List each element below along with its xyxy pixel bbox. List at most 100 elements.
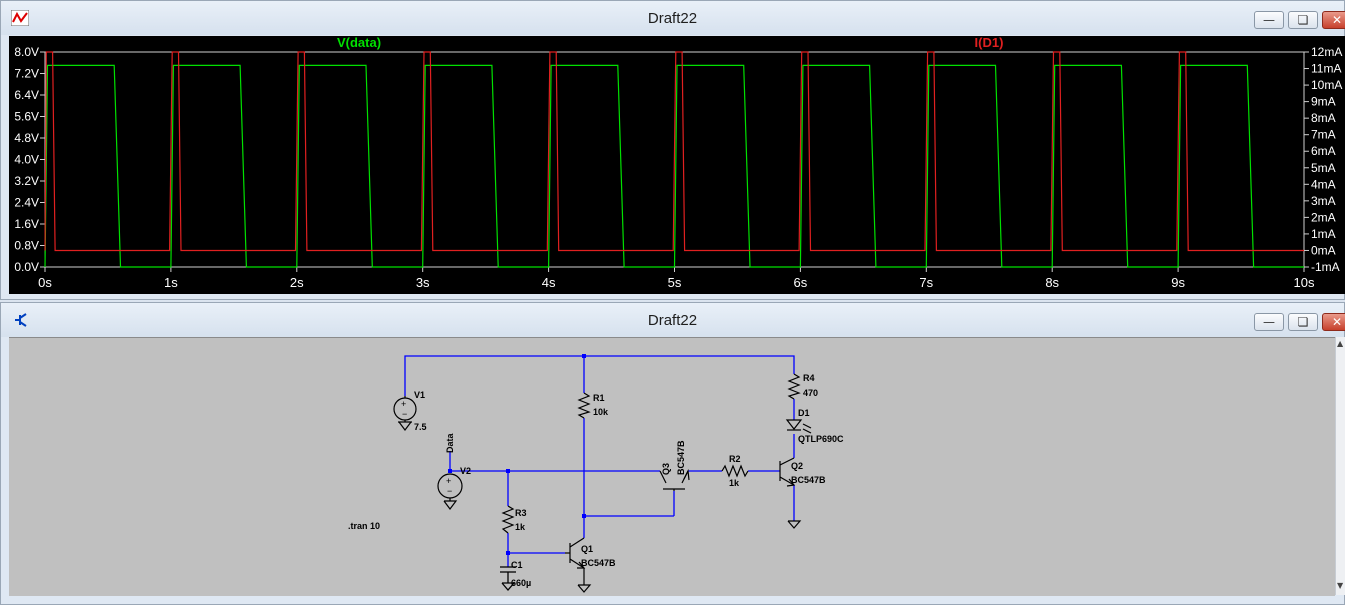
close-icon: ✕ <box>1331 315 1343 329</box>
y-right-tick-label: 0mA <box>1311 243 1336 257</box>
net-label-data[interactable]: Data <box>445 432 455 453</box>
voltage-source-v1[interactable] <box>393 396 417 431</box>
x-tick-label: 10s <box>1294 275 1315 290</box>
x-tick-label: 4s <box>542 275 556 290</box>
q2-ref: Q2 <box>791 461 803 471</box>
schematic-titlebar[interactable]: Draft22 — ❏ ✕ <box>1 303 1345 337</box>
close-button[interactable]: ✕ <box>1322 11 1345 29</box>
trace-label-id1[interactable]: I(D1) <box>975 36 1004 50</box>
x-tick-label: 9s <box>1171 275 1185 290</box>
y-left-tick-label: 5.6V <box>14 110 39 124</box>
tick-labels: 0s 1s 2s 3s 4s 5s 6s 7s 8s 9s 10s 8.0V 7.2V 6.4V 5.6V 4… <box>14 45 1342 290</box>
led-d1[interactable] <box>785 419 812 434</box>
r4-ref: R4 <box>803 373 815 383</box>
series-line-id1 <box>44 51 1304 252</box>
resistor-r2[interactable] <box>721 464 749 478</box>
x-tick-label: 6s <box>794 275 808 290</box>
restore-button[interactable]: ❏ <box>1288 313 1318 331</box>
y-left-tick-label: 0.0V <box>14 260 39 274</box>
transistor-q1[interactable] <box>565 537 592 593</box>
y-right-tick-label: 10mA <box>1311 78 1342 92</box>
q3-ref: Q3 <box>661 463 671 475</box>
x-tick-label: 7s <box>919 275 933 290</box>
v2-minus-sign: − <box>447 486 452 496</box>
y-right-tick-label: -1mA <box>1311 260 1340 274</box>
x-tick-label: 1s <box>164 275 178 290</box>
y-right-tick-label: 1mA <box>1311 227 1336 241</box>
y-left-tick-label: 0.8V <box>14 239 39 253</box>
v1-value: 7.5 <box>414 422 427 432</box>
restore-icon: ❏ <box>1297 13 1309 27</box>
y-right-tick-label: 12mA <box>1311 45 1342 59</box>
capacitor-c1[interactable] <box>500 566 516 591</box>
y-right-tick-label: 11mA <box>1311 62 1341 76</box>
schematic-app-icon <box>15 313 27 327</box>
y-left-tick-label: 1.6V <box>14 217 39 231</box>
waveform-plot[interactable]: V(data) I(D1) 0s 1s 2s 3s 4s 5s 6s 7s 8s 9s 10s 8.0… <box>9 36 1345 294</box>
waveform-window-title: Draft22 <box>647 10 698 27</box>
v2-plus-sign: + <box>446 476 451 486</box>
resistor-r4[interactable] <box>787 373 801 400</box>
vertical-scrollbar[interactable]: ▲ ▼ <box>1335 337 1345 595</box>
spice-directive[interactable]: .tran 10 <box>348 521 380 531</box>
v1-ref: V1 <box>414 390 425 400</box>
r2-value: 1k <box>729 478 740 488</box>
r3-ref: R3 <box>515 508 527 518</box>
junction-dots <box>448 354 586 555</box>
transistor-q3[interactable] <box>659 468 690 491</box>
y-left-tick-label: 6.4V <box>14 88 39 102</box>
resistor-r3[interactable] <box>501 505 515 534</box>
v1-minus-sign: − <box>402 409 407 419</box>
r4-value: 470 <box>803 388 818 398</box>
c1-value: 660µ <box>511 578 531 588</box>
y-left-tick-label: 4.8V <box>14 131 39 145</box>
r1-value: 10k <box>593 407 609 417</box>
r3-value: 1k <box>515 522 526 532</box>
y-right-tick-label: 9mA <box>1311 95 1336 109</box>
x-tick-label: 3s <box>416 275 430 290</box>
y-right-tick-label: 7mA <box>1311 128 1336 142</box>
scroll-up-icon[interactable]: ▲ <box>1337 339 1344 348</box>
d1-ref: D1 <box>798 408 810 418</box>
trace-label-vdata[interactable]: V(data) <box>337 36 381 50</box>
schematic-canvas[interactable]: + − V1 7.5 + − V2 Data R1 10k R3 1k C1 6… <box>9 337 1335 596</box>
y-right-tick-label: 5mA <box>1311 161 1336 175</box>
schematic-window-title: Draft22 <box>647 312 698 329</box>
series-line-vdata <box>44 64 1304 268</box>
y-left-tick-label: 8.0V <box>14 45 39 59</box>
close-button[interactable]: ✕ <box>1322 313 1345 331</box>
q1-ref: Q1 <box>581 544 593 554</box>
restore-icon: ❏ <box>1297 315 1309 329</box>
x-tick-label: 8s <box>1045 275 1059 290</box>
plot-series <box>44 51 1304 268</box>
q1-value: BC547B <box>581 558 616 568</box>
x-tick-label: 2s <box>290 275 304 290</box>
transistor-q2[interactable] <box>779 457 802 529</box>
y-left-tick-label: 3.2V <box>14 174 39 188</box>
minimize-icon: — <box>1263 315 1275 329</box>
v2-ref: V2 <box>460 466 471 476</box>
q2-value: BC547B <box>791 475 826 485</box>
c1-ref: C1 <box>511 560 523 570</box>
x-tick-label: 5s <box>668 275 682 290</box>
schematic-drawing[interactable]: + − V1 7.5 + − V2 Data R1 10k R3 1k C1 6… <box>9 338 1335 596</box>
minimize-button[interactable]: — <box>1254 313 1284 331</box>
r1-ref: R1 <box>593 393 605 403</box>
waveform-titlebar[interactable]: Draft22 — ❏ ✕ <box>1 1 1345 35</box>
close-icon: ✕ <box>1331 13 1343 27</box>
resistor-r1[interactable] <box>577 392 591 419</box>
minimize-button[interactable]: — <box>1254 11 1284 29</box>
waveform-plot-pane[interactable]: V(data) I(D1) 0s 1s 2s 3s 4s 5s 6s 7s 8s 9s 10s 8.0… <box>9 36 1345 294</box>
q3-value: BC547B <box>676 440 686 475</box>
y-left-tick-label: 7.2V <box>14 67 39 81</box>
y-right-tick-label: 6mA <box>1311 144 1336 158</box>
y-right-tick-label: 4mA <box>1311 177 1336 191</box>
y-right-tick-label: 3mA <box>1311 194 1336 208</box>
y-right-tick-label: 2mA <box>1311 210 1336 224</box>
r2-ref: R2 <box>729 454 741 464</box>
voltage-source-v2[interactable] <box>437 473 463 510</box>
y-left-tick-label: 2.4V <box>14 196 39 210</box>
scroll-down-icon[interactable]: ▼ <box>1337 581 1344 590</box>
restore-button[interactable]: ❏ <box>1288 11 1318 29</box>
x-tick-label: 0s <box>38 275 52 290</box>
